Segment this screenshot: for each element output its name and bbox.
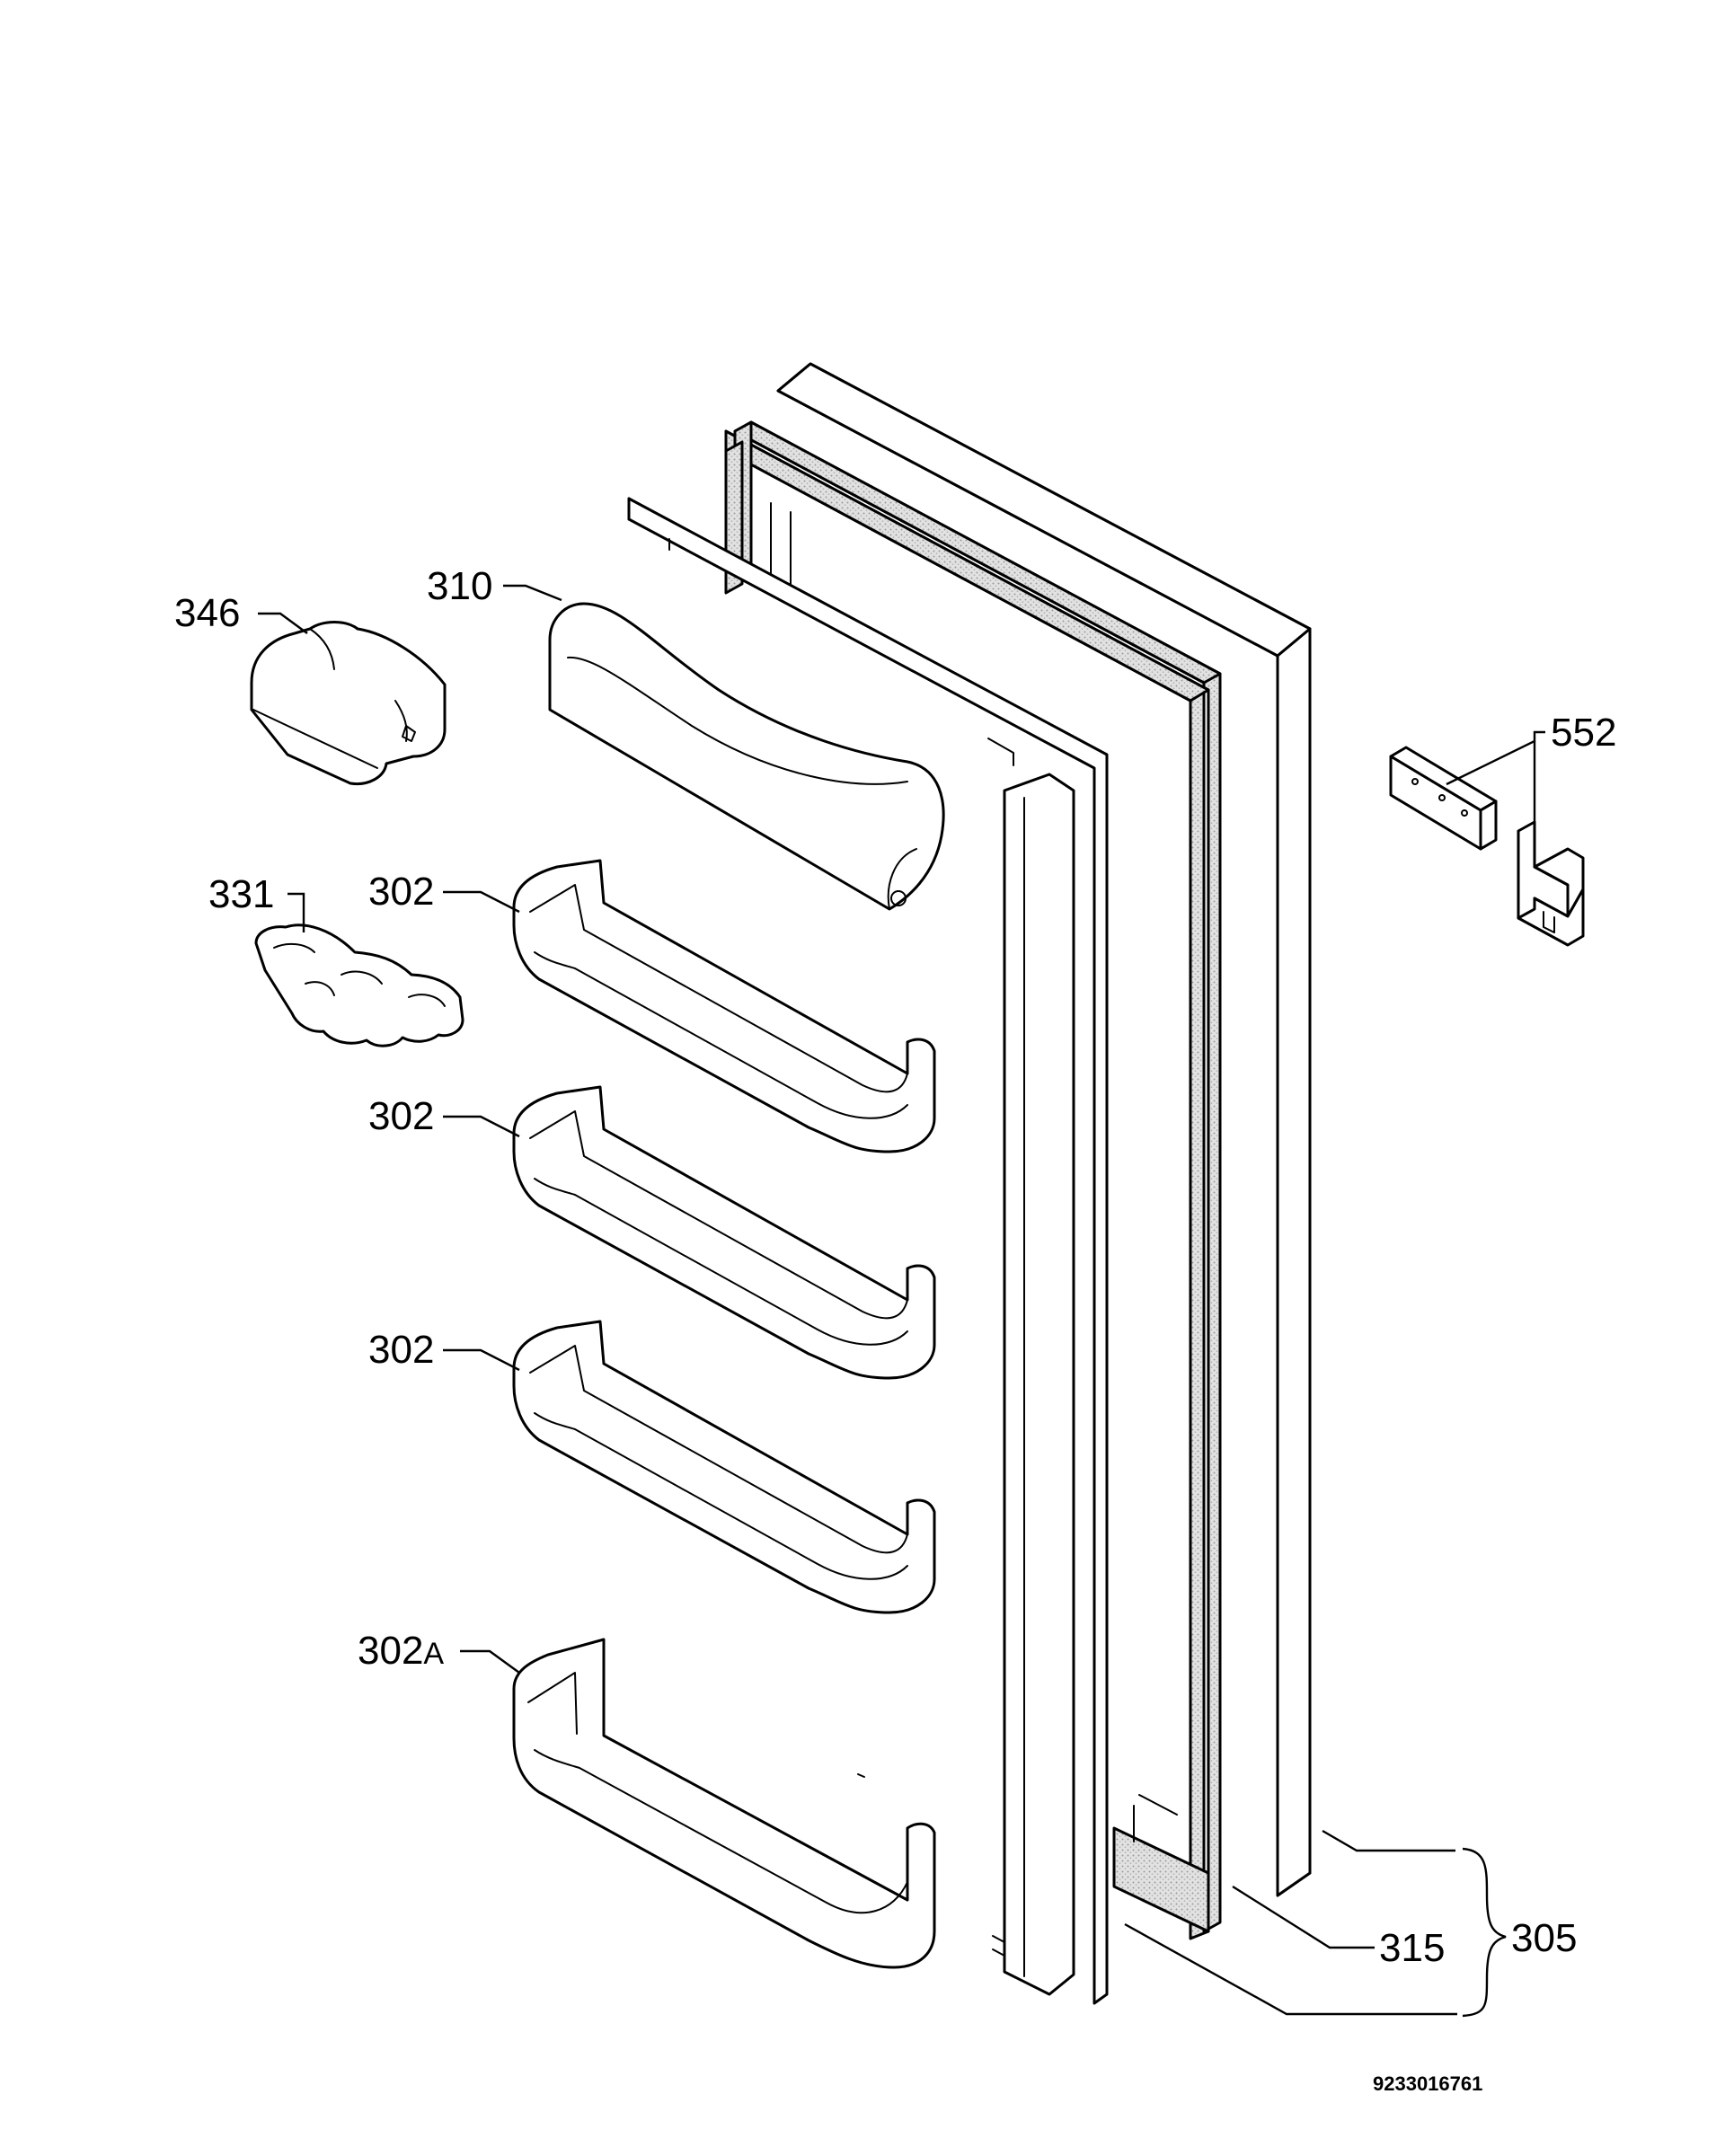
label-302a: 302A (358, 1629, 444, 1673)
label-315: 315 (1379, 1926, 1445, 1970)
label-552: 552 (1551, 711, 1616, 755)
document-number: 9233016761 (1373, 2072, 1482, 2095)
part-302-bin-1 (512, 859, 936, 1153)
part-302-bin-3 (512, 1320, 936, 1614)
label-302a-number: 302 (358, 1629, 423, 1673)
part-302a-bin (512, 1638, 936, 1969)
door-inner-liner (627, 497, 1178, 2005)
part-310-shelf (548, 602, 945, 911)
label-302-3: 302 (368, 1328, 434, 1372)
part-346-butter-dish (250, 621, 447, 786)
part-552-hinge (1389, 746, 1585, 947)
label-346: 346 (174, 591, 240, 635)
label-331: 331 (208, 872, 274, 916)
label-305: 305 (1511, 1916, 1577, 1960)
label-302-2: 302 (368, 1094, 434, 1138)
leader-lines (258, 584, 1545, 2018)
label-302a-suffix: A (423, 1637, 444, 1671)
label-302-1: 302 (368, 870, 434, 914)
door-gasket (724, 420, 1222, 1940)
part-302-bin-2 (512, 1085, 936, 1380)
label-310: 310 (427, 564, 492, 608)
part-331-egg-tray (254, 923, 464, 1047)
callout-labels: 346 310 552 331 302 302 302 302A 315 305… (174, 564, 1616, 2095)
door-outer-panel (776, 362, 1312, 1897)
